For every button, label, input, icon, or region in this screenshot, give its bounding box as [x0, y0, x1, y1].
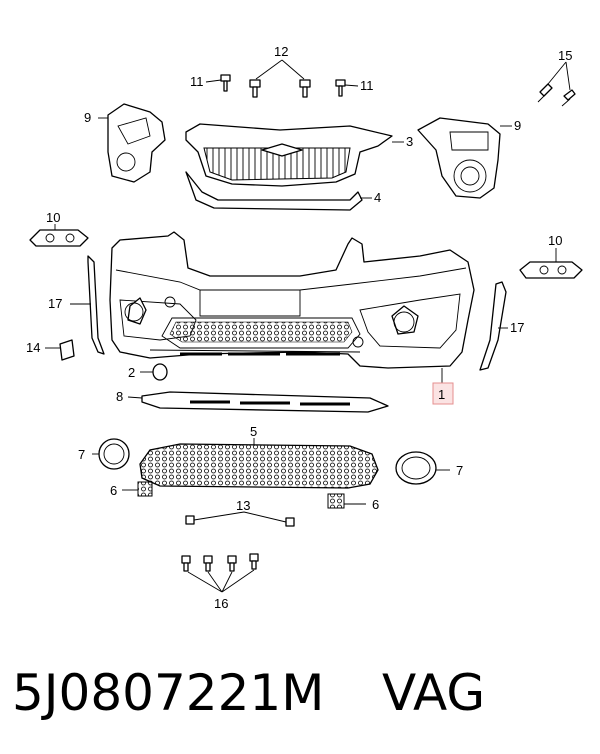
callout-17-right: 17 [510, 320, 524, 335]
screw-part-15 [537, 61, 576, 107]
spoiler-part-8 [127, 391, 389, 413]
highlight-callout-1 [432, 382, 454, 405]
lower-grille-part-5 [139, 438, 379, 489]
callout-5: 5 [250, 424, 257, 439]
callout-11-right: 11 [360, 78, 374, 93]
callout-8: 8 [116, 389, 123, 404]
bracket-part-10-left [29, 224, 89, 247]
part-number: 5J0807221M [12, 664, 325, 722]
callout-14: 14 [26, 340, 40, 355]
callout-3: 3 [406, 134, 413, 149]
callout-7-right: 7 [456, 463, 463, 478]
callout-13: 13 [236, 498, 250, 513]
trim-strip-part-17-left [70, 255, 105, 355]
callout-11-left: 11 [190, 74, 204, 89]
clip-part-14 [45, 339, 75, 361]
screw-part-11-right [335, 79, 359, 97]
trim-strip-part-17-right [479, 281, 508, 371]
trim-strip-part-4 [185, 171, 372, 211]
clip-part-12-left [249, 79, 261, 98]
callout-9-left: 9 [84, 110, 91, 125]
callout-10-left: 10 [46, 210, 60, 225]
callout-1: 1 [438, 387, 445, 402]
screw-part-13 [185, 511, 295, 527]
callout-2: 2 [128, 365, 135, 380]
leader-12 [255, 59, 305, 80]
diagram-canvas: 11 11 12 15 9 9 3 4 10 10 17 17 14 2 1 8… [26, 44, 583, 611]
callout-6-right: 6 [372, 497, 379, 512]
radiator-grille-part-3 [185, 123, 404, 187]
fog-light-cover-part-7-left [92, 438, 130, 470]
callout-15: 15 [558, 48, 572, 63]
callout-12: 12 [274, 44, 288, 59]
screw-part-11-left [205, 74, 231, 92]
clip-part-12-right [299, 79, 311, 98]
screw-part-16 [181, 553, 259, 593]
bracket-part-9-right [417, 117, 512, 199]
grille-insert-part-6-left [122, 481, 153, 497]
callout-4: 4 [374, 190, 381, 205]
callout-16: 16 [214, 596, 228, 611]
callout-10-right: 10 [548, 233, 562, 248]
grille-insert-part-6-right [327, 493, 366, 509]
bracket-part-9-left [98, 103, 166, 183]
bracket-part-10-right [519, 248, 583, 279]
callout-9-right: 9 [514, 118, 521, 133]
bumper-cover-part-1 [109, 231, 475, 384]
callout-7-left: 7 [78, 447, 85, 462]
callout-17-left: 17 [48, 296, 62, 311]
callout-6-left: 6 [110, 483, 117, 498]
fog-light-cover-part-7-right [395, 451, 450, 485]
plug-part-2 [140, 363, 168, 381]
exploded-parts-diagram: 11 11 12 15 9 9 3 4 10 10 17 17 14 2 1 8… [26, 44, 583, 611]
brand-name: VAG [382, 664, 486, 722]
part-caption: 5J0807221M VAG [12, 648, 592, 738]
